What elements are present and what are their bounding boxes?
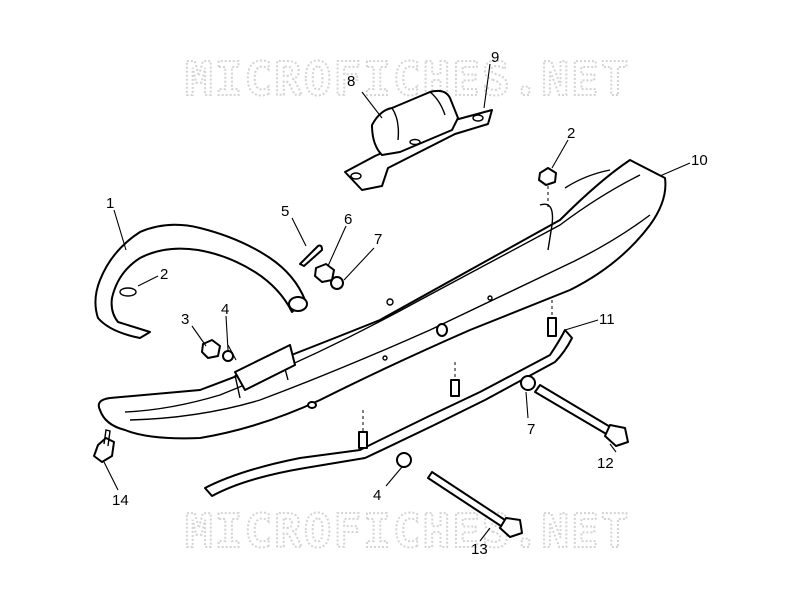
stud-c (358, 431, 368, 449)
washer-7a (330, 276, 344, 290)
callout-8: 8 (347, 73, 355, 90)
callout-1: 1 (106, 195, 114, 212)
callout-10: 10 (691, 152, 708, 169)
hardware (201, 167, 557, 468)
callout-5: 5 (281, 203, 289, 220)
callout-11: 11 (599, 311, 615, 328)
washer-4a (222, 350, 234, 362)
callout-7b: 7 (527, 421, 535, 438)
washer-7b (520, 375, 536, 391)
leader-lines (103, 63, 691, 542)
callout-3: 3 (181, 311, 189, 328)
wear-bar (204, 329, 573, 497)
ski-body (97, 159, 667, 440)
callout-7a: 7 (374, 231, 382, 248)
callout-14: 14 (112, 492, 129, 509)
callout-2b: 2 (567, 125, 575, 142)
callout-4a: 4 (221, 301, 229, 318)
bolt-12 (534, 384, 629, 447)
assembly-lines (362, 186, 553, 432)
stud-b (450, 379, 460, 397)
callout-13: 13 (471, 541, 488, 558)
watermark-bottom: MICROFICHES.NET (185, 504, 630, 558)
ski-handle (94, 223, 308, 339)
bolt-13 (427, 471, 523, 538)
bolt-14 (93, 429, 115, 463)
stud-a (547, 317, 557, 337)
callout-4b: 4 (373, 487, 381, 504)
nut-3 (201, 339, 221, 359)
cotter-pin-5 (299, 244, 323, 267)
callout-labels: 1 2 2 3 4 4 5 6 7 7 8 9 10 11 12 13 14 (106, 49, 708, 558)
washer-4b (396, 452, 412, 468)
nut-6 (314, 263, 335, 283)
callout-2a: 2 (160, 266, 168, 283)
callout-9: 9 (491, 49, 499, 66)
callout-6: 6 (344, 211, 352, 228)
nut-2b (538, 167, 557, 186)
watermark-top: MICROFICHES.NET (185, 52, 630, 106)
callout-12: 12 (597, 455, 614, 472)
saddle-bracket (344, 89, 493, 191)
